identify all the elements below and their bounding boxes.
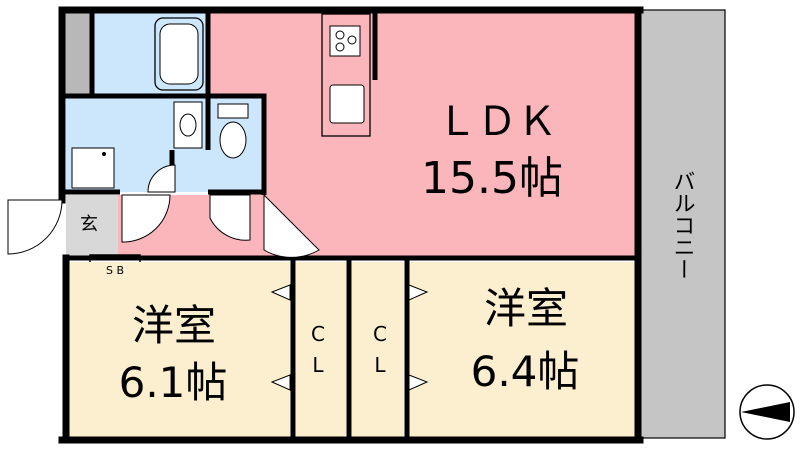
door-swings — [7, 164, 320, 258]
balcony-label: バルコニー — [670, 170, 695, 280]
western-room-left-floor — [66, 262, 291, 438]
exterior-walls — [58, 6, 644, 444]
closet-right-label-l: L — [374, 353, 386, 377]
closet-left-label-c: C — [311, 322, 325, 346]
entrance-label: 玄 — [80, 214, 98, 235]
closet-left-floor — [296, 262, 346, 438]
toilet-icon — [217, 103, 249, 119]
washing-machine-pan-icon — [71, 147, 115, 189]
ldk-room-name: ＬＤＫ — [437, 99, 557, 145]
western-room-left-size: 6.1帖 — [119, 358, 228, 407]
western-room-right-name: 洋室 — [484, 284, 568, 333]
kitchen-sink-icon — [329, 84, 365, 124]
balcony-area — [639, 9, 726, 439]
wash-basin-icon — [173, 101, 203, 149]
shoe-box-label: S B — [106, 264, 124, 277]
closet-right-floor — [352, 262, 404, 438]
closet-left-label-l: L — [312, 353, 324, 377]
closet-right-label-c: C — [373, 322, 387, 346]
storage-closet — [62, 12, 92, 96]
ldk-room-size: 15.5帖 — [421, 153, 563, 204]
stove-icon — [329, 25, 361, 57]
entrance-floor — [66, 195, 118, 257]
north-arrow-icon — [739, 384, 795, 440]
closet-folding-doors — [270, 284, 429, 391]
western-room-right-size: 6.4帖 — [471, 347, 580, 396]
western-room-left-name: 洋室 — [132, 301, 216, 350]
western-room-right-floor — [405, 262, 638, 438]
